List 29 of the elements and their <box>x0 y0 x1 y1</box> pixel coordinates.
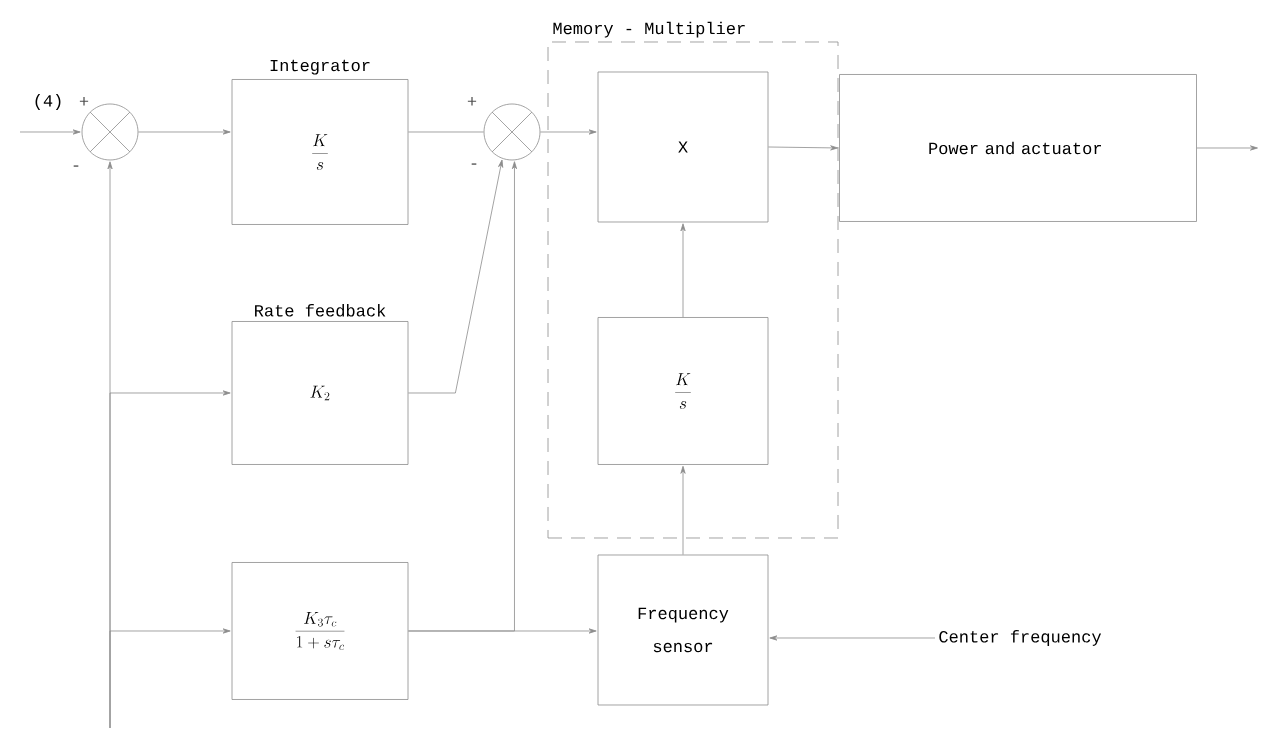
block-box: $\frac{K}{s}$ <box>231 79 409 225</box>
block-title: Rate feedback <box>255 304 386 317</box>
arrow <box>768 145 839 151</box>
sign-label: - <box>471 163 477 165</box>
signal-line <box>408 131 484 133</box>
sign-label: - <box>73 165 79 167</box>
block-box: Frequency sensor <box>597 554 769 706</box>
group-title: Memory - Multiplier <box>553 21 745 38</box>
sign-label: + <box>79 97 89 106</box>
arrow <box>1196 145 1258 151</box>
arrow <box>408 628 597 634</box>
sign-label: + <box>467 97 477 106</box>
arrow <box>680 465 686 555</box>
arrow <box>19 129 81 135</box>
figure-number: (4) <box>35 94 61 110</box>
arrow <box>680 223 686 318</box>
block-box: Power and actuator <box>839 74 1197 222</box>
block-box: $K_2$ <box>231 321 409 465</box>
arrow <box>408 159 504 394</box>
block-box: $\frac{K}{s}$ <box>597 317 769 465</box>
block-box: $\frac{K_3\tau_c}{1 + s\tau_c}$ <box>231 562 409 700</box>
block-title: Integrator <box>270 59 370 75</box>
arrow <box>138 129 231 135</box>
block-box: X <box>597 71 769 223</box>
summing-junction <box>483 103 541 161</box>
arrow <box>769 635 936 641</box>
arrow <box>109 628 231 729</box>
input-label: Center frequency <box>939 630 1102 646</box>
arrow <box>540 129 597 135</box>
